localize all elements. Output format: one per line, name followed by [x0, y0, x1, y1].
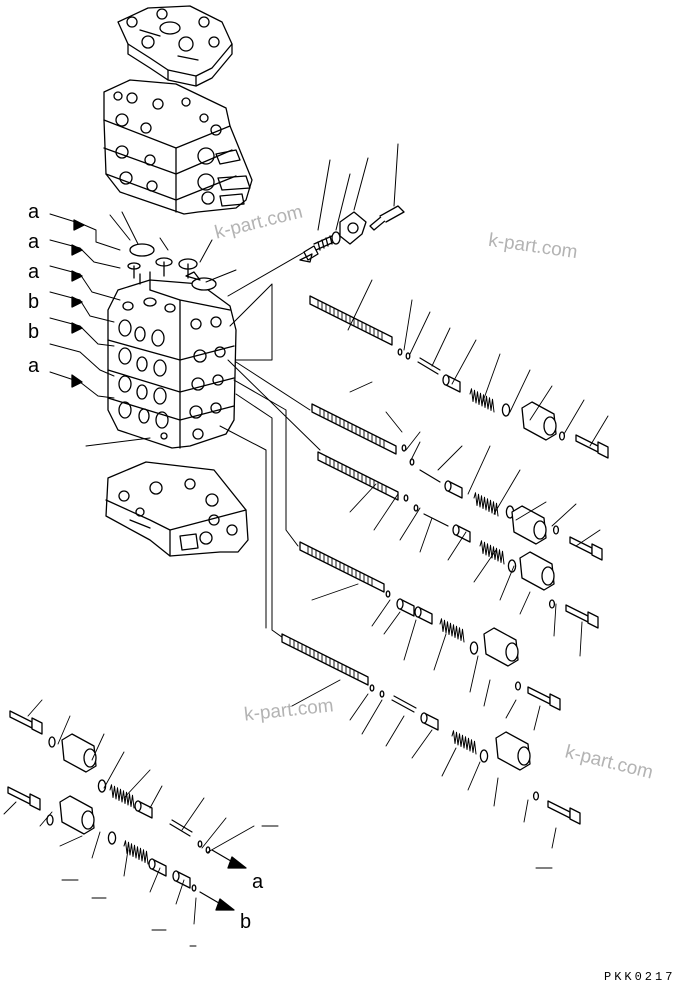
spring-1: [469, 388, 495, 413]
ring-2a: [401, 444, 407, 452]
bolt-5: [547, 800, 571, 819]
spool-2: [311, 403, 397, 455]
spool-5-lands: [289, 637, 359, 681]
left-port-arrows: [49, 213, 121, 399]
leaders-row-1: [347, 279, 609, 447]
stop-4-face: [396, 598, 404, 610]
port-label-a-4: a: [28, 355, 40, 377]
bolt-3b-head: [587, 611, 599, 629]
bolt-3a: [569, 536, 593, 555]
leaders-bottom-left: [3, 699, 255, 925]
spool-assemblies: [3, 279, 609, 925]
bolt-3b: [565, 604, 589, 623]
top-cover-plate: [117, 5, 233, 87]
ring-3a: [403, 494, 409, 502]
spring-3a: [473, 492, 499, 517]
upper-valve-block: [103, 79, 253, 215]
cap-3a-boss: [533, 520, 547, 540]
bottom-arrow-a: [211, 849, 247, 869]
piston-3b-face: [452, 524, 460, 536]
leaders-row-5: [291, 679, 557, 849]
ring-5a: [369, 684, 375, 692]
drawing-code: PKK0217: [604, 970, 676, 984]
bolt-bl-1-head: [31, 717, 43, 735]
pin-3: [419, 469, 449, 527]
piston-bl-1-face: [134, 800, 142, 812]
seal-bl-1: [97, 779, 107, 793]
ring-1a: [397, 348, 403, 356]
ring-5b: [379, 690, 385, 698]
piston-4-face: [414, 606, 422, 618]
spool-1: [309, 295, 393, 346]
spring-bl-2: [123, 840, 149, 865]
spool-1-lands: [317, 299, 383, 341]
pin-5: [391, 695, 417, 713]
spring-4: [439, 618, 465, 643]
spool-4: [299, 541, 385, 593]
top-seal-set: [127, 243, 217, 291]
seal-1: [501, 403, 511, 417]
piston-3a-face: [444, 480, 452, 492]
leaders-row-2-3: [349, 381, 601, 657]
spool-2-lands: [319, 407, 385, 449]
bottom-arrow-b: [199, 891, 235, 911]
ring-bl-1a: [197, 840, 203, 848]
cap-3b-boss: [541, 566, 555, 586]
washer-bl-1: [48, 736, 56, 748]
port-label-a-2: a: [28, 231, 40, 253]
leader-ticks: [61, 825, 553, 947]
arrow-label-a: a: [252, 871, 264, 893]
seal-5: [479, 749, 489, 763]
bolt-bl-2-head: [29, 793, 41, 811]
cap-4-boss: [505, 642, 519, 662]
arrow-label-b: b: [240, 911, 252, 933]
seal-bl-2: [107, 831, 117, 845]
pin-1: [417, 357, 441, 375]
port-label-a-1: a: [28, 201, 40, 223]
port-label-a-3: a: [28, 261, 40, 283]
stop-bl-2-face: [172, 870, 180, 882]
ring-bl-2: [191, 884, 197, 892]
seal-4: [469, 641, 479, 655]
relief-valve-assembly: [299, 143, 405, 263]
port-label-b-2: b: [28, 321, 40, 343]
ring-1b: [405, 352, 411, 360]
cap-1-boss: [543, 416, 557, 436]
lower-valve-block: [105, 461, 249, 557]
port-label-b-1: b: [28, 291, 40, 313]
bolt-1-head: [597, 441, 609, 459]
spring-3b: [479, 540, 505, 565]
spring-bl-1: [109, 784, 135, 809]
bolt-3a-head: [591, 543, 603, 561]
washer-3a: [552, 525, 560, 535]
piston-1-face: [442, 374, 450, 386]
washer-4: [514, 681, 522, 691]
main-valve-block: [107, 271, 237, 449]
bolt-bl-1: [9, 710, 33, 729]
ring-3b: [413, 504, 419, 512]
leaders-row-4: [311, 583, 541, 731]
spool-5: [281, 633, 369, 686]
spring-5: [451, 730, 477, 755]
bolt-5-head: [569, 807, 581, 825]
spool-4-lands: [307, 545, 373, 587]
bolt-4-head: [549, 693, 561, 711]
washer-5: [532, 791, 540, 801]
ring-4a: [385, 590, 391, 598]
pin-bl-1: [169, 819, 193, 837]
leader-lines: [85, 211, 321, 641]
spool-3-lands: [325, 455, 387, 495]
piston-5-face: [420, 712, 428, 724]
bolt-bl-2: [7, 786, 31, 805]
washer-3b: [548, 599, 556, 609]
cap-bl-1-boss: [83, 748, 97, 768]
piston-bl-2-face: [148, 858, 156, 870]
cap-bl-2-boss: [81, 810, 95, 830]
washer-1: [558, 431, 566, 441]
bolt-4: [527, 686, 551, 705]
cap-5-boss: [517, 746, 531, 766]
